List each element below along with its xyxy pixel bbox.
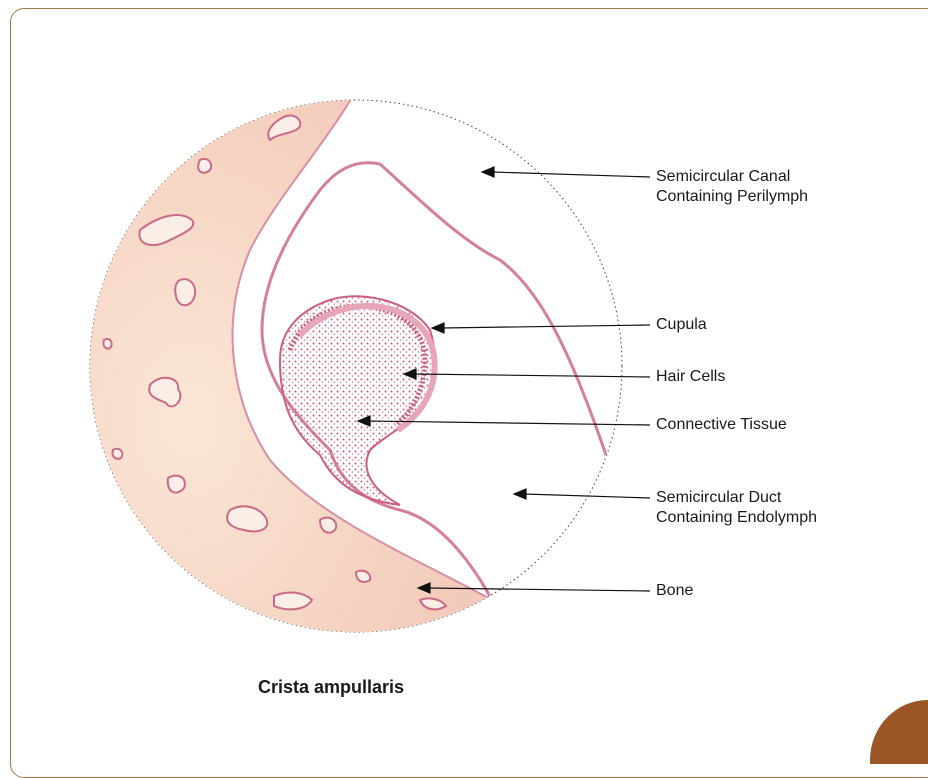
label-semicircular-duct: Semicircular Duct Containing Endolymph	[656, 488, 817, 528]
label-cupula: Cupula	[656, 315, 707, 335]
label-connective-tissue: Connective Tissue	[656, 415, 787, 435]
diagram-title: Crista ampullaris	[258, 677, 404, 698]
label-hair-cells: Hair Cells	[656, 367, 725, 387]
label-semicircular-canal: Semicircular Canal Containing Perilymph	[656, 167, 808, 207]
label-bone: Bone	[656, 581, 693, 601]
